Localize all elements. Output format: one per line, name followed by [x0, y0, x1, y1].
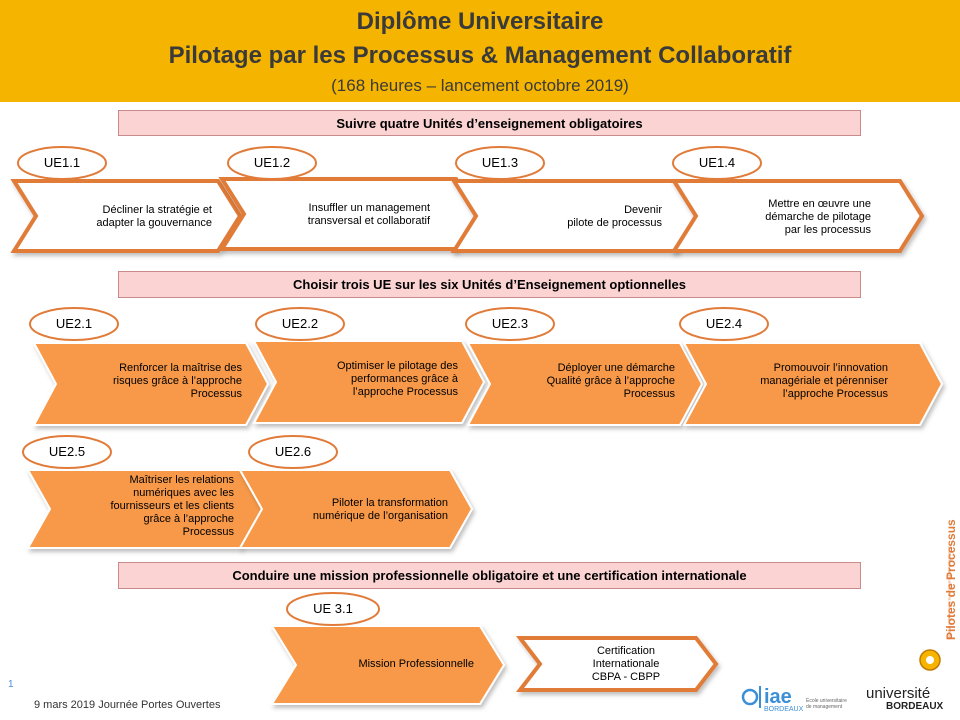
- section-optional: Choisir trois UE sur les six Unités d’En…: [118, 271, 861, 298]
- section-mission: Conduire une mission professionnelle obl…: [118, 562, 861, 589]
- page-subtitle: Pilotage par les Processus & Management …: [168, 42, 792, 69]
- ue-code-1-1: UE1.1: [43, 155, 81, 170]
- chevron-ue2-3: [466, 342, 704, 426]
- footer-date: 9 mars 2019 Journée Portes Ouvertes: [34, 699, 221, 711]
- university-logo-subtitle: BORDEAUX: [886, 701, 944, 712]
- ellipse-ue2-3: [465, 307, 555, 341]
- iae-logo-text: iae: [764, 686, 792, 708]
- chevron-certification: [515, 636, 719, 692]
- page-info: (168 heures – lancement octobre 2019): [331, 76, 629, 95]
- ellipse-ue1-2: [227, 146, 317, 180]
- side-logo-note-wrapper: Réseau national pour la formation et le …: [946, 530, 952, 640]
- ue-code-1-4: UE1.4: [698, 155, 736, 170]
- side-logo-note: Réseau national pour la formation et le …: [946, 546, 952, 640]
- ellipse-ue2-5: [22, 435, 112, 469]
- chevron-ue1-4: [670, 179, 925, 253]
- iae-logo-note: École universitaire de management: [806, 698, 847, 710]
- ue-code-2-5: UE2.5: [48, 444, 86, 459]
- ue-code-2-6: UE2.6: [274, 444, 312, 459]
- iae-logo-subtitle: BORDEAUX: [764, 706, 804, 713]
- ue-code-1-2: UE1.2: [253, 155, 291, 170]
- ue-code-2-3: UE2.3: [491, 316, 529, 331]
- section-mandatory: Suivre quatre Unités d’enseignement obli…: [118, 110, 861, 136]
- ellipse-ue1-1: [17, 146, 107, 180]
- seal-icon: [919, 649, 941, 671]
- ellipse-ue2-6: [248, 435, 338, 469]
- ue-code-2-2: UE2.2: [281, 316, 319, 331]
- ellipse-ue2-1: [29, 307, 119, 341]
- university-logo-text: université: [866, 685, 931, 702]
- ue-code-2-4: UE2.4: [705, 316, 743, 331]
- chevron-ue1-1: [10, 179, 243, 253]
- mission-label: Mission Professionnelle: [358, 658, 474, 670]
- chevron-ue2-1: [32, 342, 270, 426]
- chevron-ue2-2: [252, 340, 486, 424]
- header-banner: Diplôme Universitaire Pilotage par les P…: [0, 0, 960, 102]
- ellipse-ue2-2: [255, 307, 345, 341]
- ue-code-3-1: UE 3.1: [313, 601, 353, 616]
- chevron-mission: [270, 625, 506, 705]
- ellipse-ue1-3: [455, 146, 545, 180]
- chevron-ue2-4: [682, 342, 944, 426]
- ellipse-ue2-4: [679, 307, 769, 341]
- ue-code-1-3: UE1.3: [481, 155, 519, 170]
- chevron-ue2-6: [238, 469, 474, 549]
- page-title: Diplôme Universitaire: [356, 8, 604, 35]
- ellipse-ue1-4: [672, 146, 762, 180]
- page-number: 1: [8, 679, 14, 690]
- iae-logo-icon: [741, 686, 761, 708]
- ue-code-2-1: UE2.1: [55, 316, 93, 331]
- ellipse-ue3-1: [286, 592, 380, 626]
